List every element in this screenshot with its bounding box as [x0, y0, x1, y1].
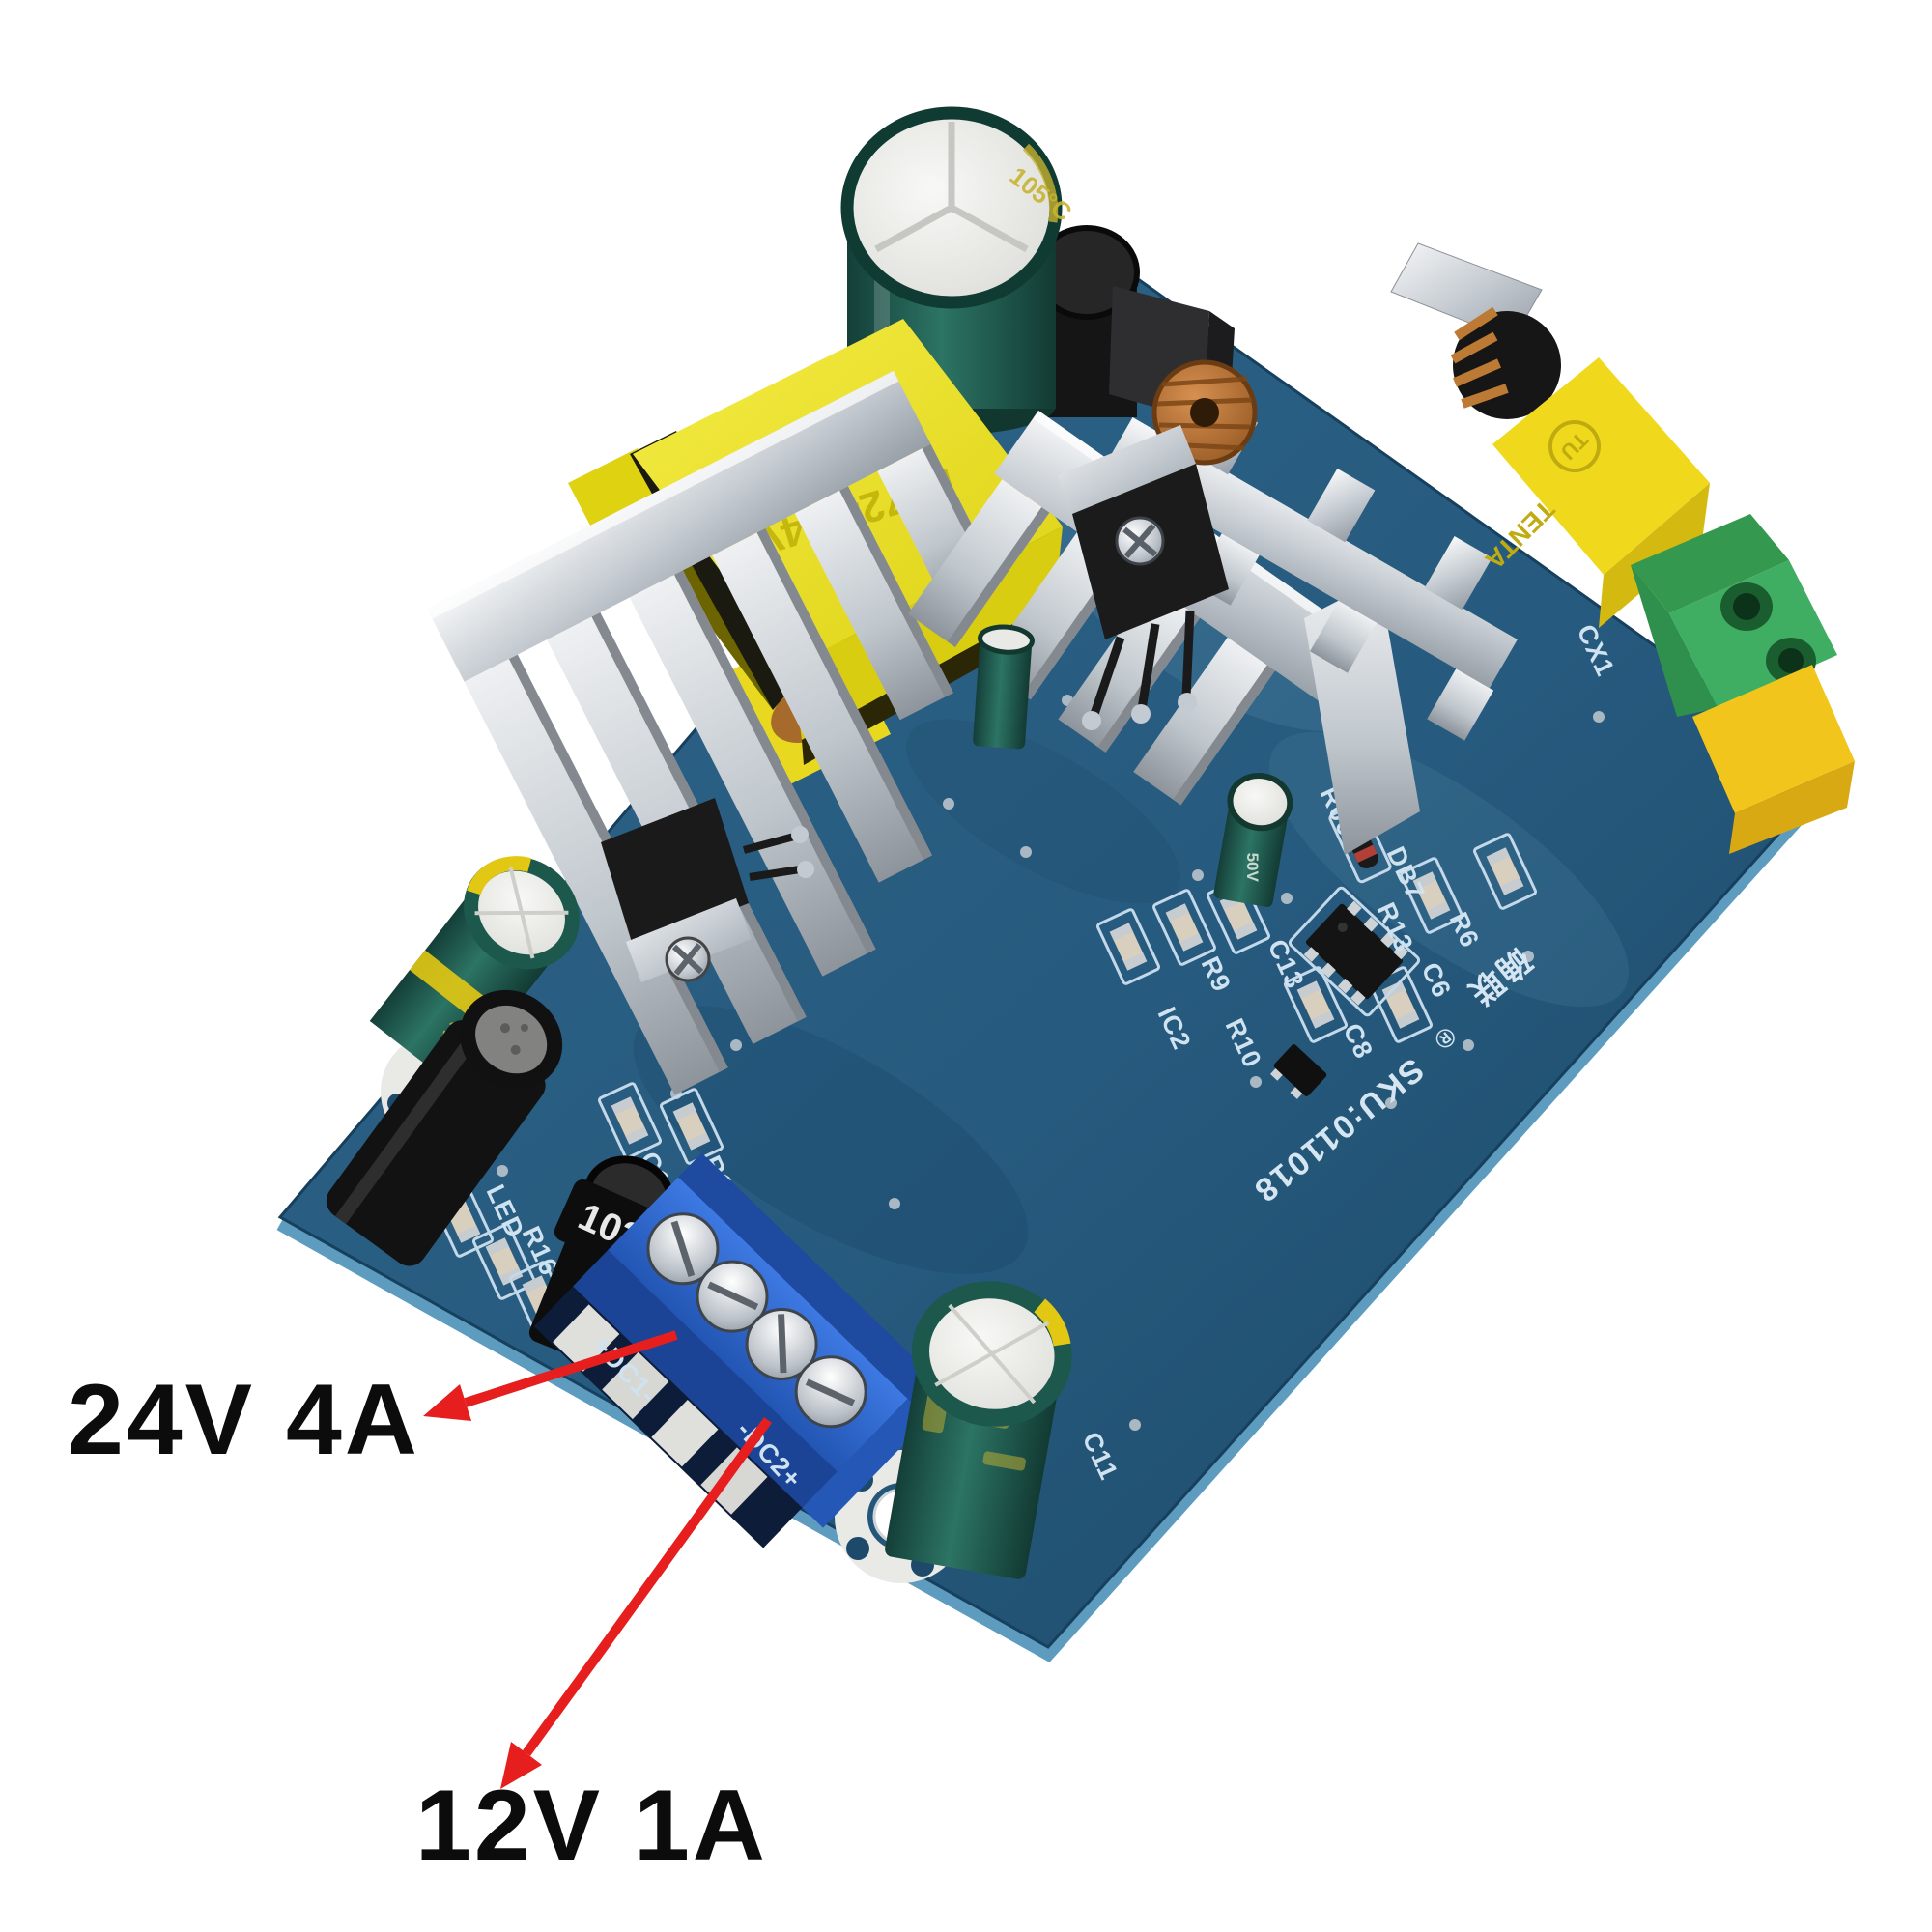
- smd-chip: [659, 1088, 724, 1165]
- ac-terminal-block: [1631, 514, 1837, 717]
- output-connector-yellow: [1692, 665, 1855, 854]
- solder-pad: [1522, 951, 1534, 962]
- smd-chip: [1399, 857, 1464, 934]
- to220-transistor-right: [1058, 425, 1229, 730]
- soic8-ic: [1288, 886, 1421, 1017]
- solder-pad: [943, 798, 954, 810]
- striped-capacitor: 3: [369, 856, 580, 1087]
- line-filter-inductor: [1390, 242, 1561, 419]
- smd-chip: [1095, 908, 1161, 985]
- sot-transistor: [1270, 1044, 1327, 1099]
- smd-chip: [597, 1082, 663, 1159]
- terminal-screw: [794, 1355, 867, 1429]
- solder-pad: [1593, 711, 1605, 723]
- dc-output-terminal: [533, 1152, 952, 1548]
- smd-chip: [1283, 966, 1349, 1043]
- solder-pad: [730, 1039, 742, 1051]
- solder-pads: [497, 695, 1605, 1431]
- annotation-24v-4a: 24V 4A: [68, 1364, 420, 1476]
- terminal-screw: [646, 1212, 720, 1286]
- smd-chip: [471, 1223, 537, 1300]
- smd-chip: [1151, 889, 1217, 966]
- callout-24v: [423, 1330, 678, 1421]
- small-capacitor-50v: 50V: [1213, 772, 1293, 907]
- solder-pad: [1281, 893, 1293, 904]
- solder-pad: [1463, 1039, 1474, 1051]
- to220-transistor-left: [601, 798, 814, 982]
- solder-pad: [497, 1165, 508, 1177]
- solder-pad: [1192, 869, 1204, 881]
- rubber-sleeved-capacitor: [326, 989, 563, 1266]
- small-capacitor-marking: 50V: [1243, 853, 1262, 883]
- solder-pad: [1250, 1076, 1262, 1088]
- callout-12v: [500, 1417, 773, 1789]
- solder-pad: [1020, 846, 1032, 858]
- output-capacitor-c11: [885, 1281, 1072, 1579]
- terminal-screw: [696, 1260, 769, 1333]
- annotation-12v-1a: 12V 1A: [415, 1770, 768, 1882]
- small-capacitor: [973, 624, 1035, 750]
- solder-pad: [889, 1198, 900, 1209]
- smd-chip: [1472, 833, 1538, 910]
- solder-pad: [1129, 1419, 1141, 1431]
- solder-pad: [1385, 1097, 1397, 1109]
